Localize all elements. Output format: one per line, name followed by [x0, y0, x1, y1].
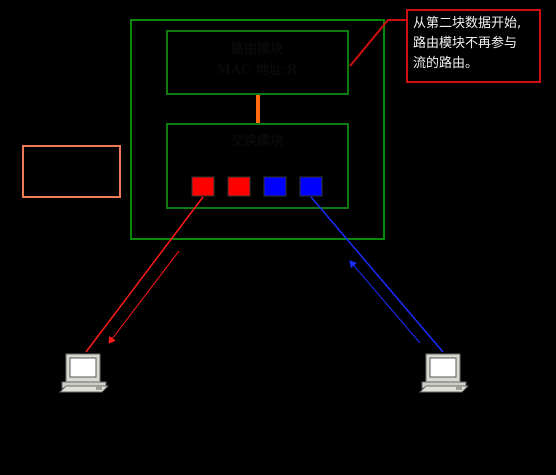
- side-box: [22, 145, 121, 198]
- callout-line-3: 流的路由。: [413, 55, 478, 71]
- switch-port-2: [227, 176, 251, 197]
- red-flow-arrow: [108, 250, 180, 344]
- switch-module-box: [166, 123, 349, 209]
- router-module-box: [166, 30, 349, 95]
- callout-line-2: 路由模块不再参与: [413, 35, 517, 51]
- callout-line-1: 从第二块数据开始,: [413, 16, 521, 31]
- callout-box: [406, 9, 541, 83]
- router-module-title: 路由模块: [231, 41, 284, 57]
- switch-port-3: [263, 176, 287, 197]
- blue-flow-link: [310, 196, 444, 353]
- switch-port-1: [191, 176, 215, 197]
- red-flow-link: [85, 196, 204, 353]
- device-outer-box: [130, 19, 385, 240]
- callout-pointer: [349, 19, 407, 67]
- switch-port-4: [299, 176, 323, 197]
- computer-left-icon: [58, 353, 110, 393]
- router-mac-label: MAC 地址:R: [217, 62, 298, 78]
- computer-right-icon: [418, 353, 470, 393]
- switch-module-title: 交换模块: [231, 133, 284, 149]
- blue-flow-arrow: [349, 260, 421, 344]
